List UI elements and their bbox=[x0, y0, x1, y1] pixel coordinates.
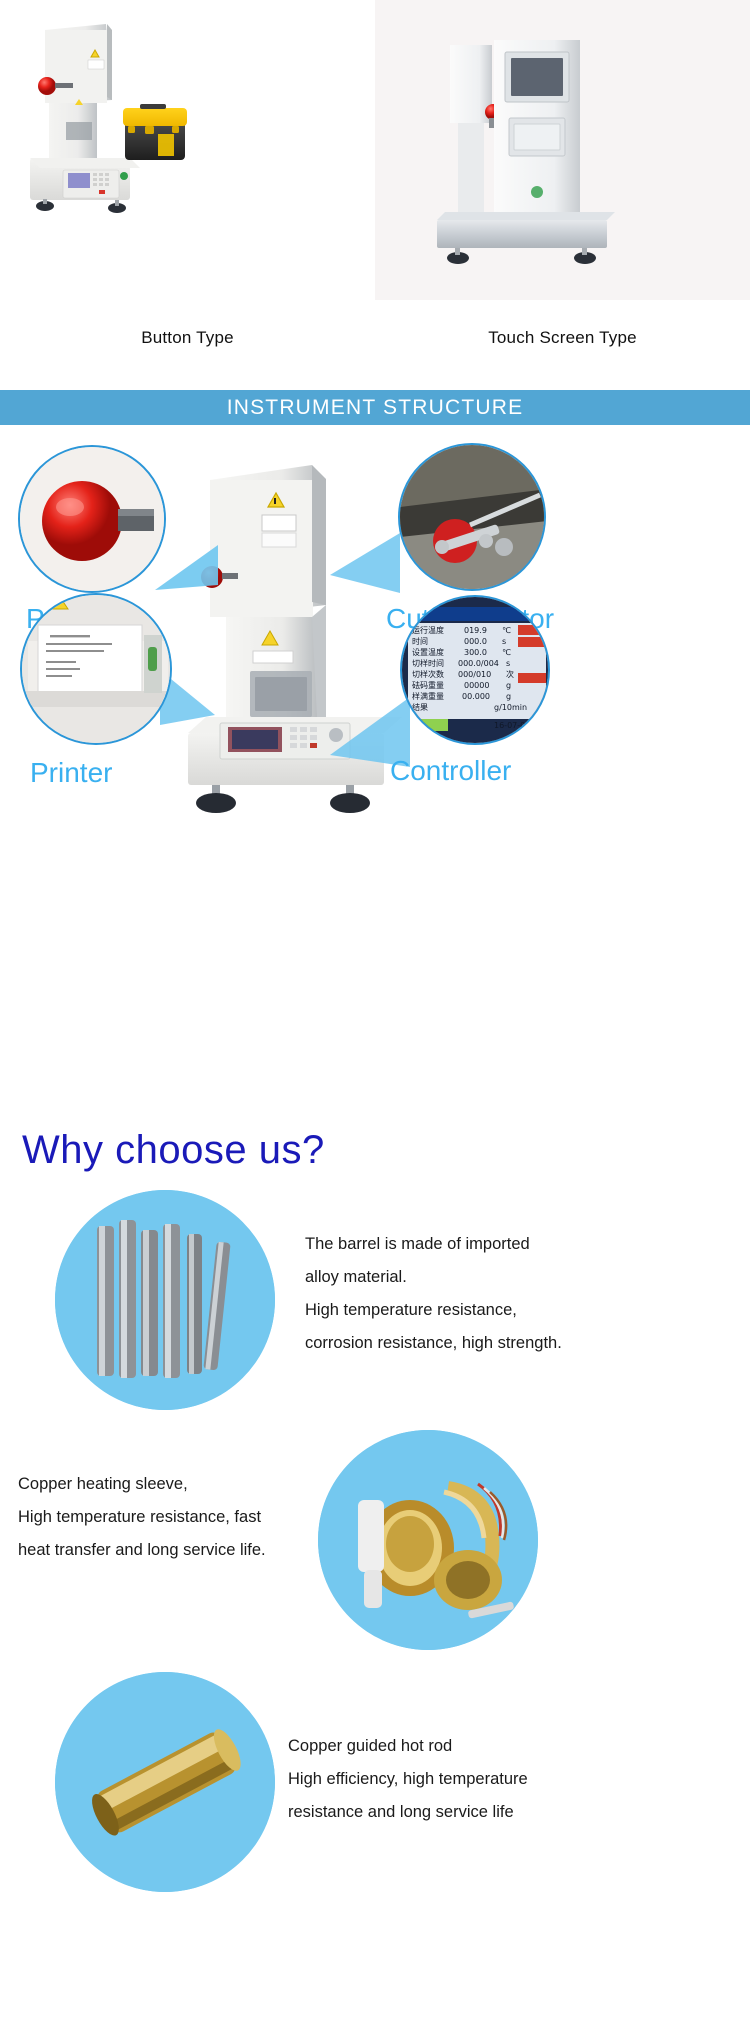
product-image-touch-screen-type bbox=[375, 0, 750, 300]
caption-cell-button-type: Button Type bbox=[0, 300, 375, 390]
feature-image-hot-rod bbox=[55, 1672, 275, 1892]
pointer-cutting-motor bbox=[330, 533, 400, 593]
pointer-controller bbox=[330, 697, 410, 767]
svg-text:℃: ℃ bbox=[502, 648, 511, 657]
bubble-push-rod bbox=[18, 445, 166, 593]
svg-text:℃: ℃ bbox=[502, 626, 511, 635]
feature-hotrod-line-3: resistance and long service life bbox=[288, 1803, 514, 1821]
svg-text:运行温度: 运行温度 bbox=[412, 625, 444, 635]
svg-text:g/10min: g/10min bbox=[494, 703, 527, 712]
caption-cell-touch-screen-type: Touch Screen Type bbox=[375, 300, 750, 390]
svg-text:16-07-0: 16-07-0 bbox=[494, 721, 525, 730]
pointer-printer bbox=[160, 670, 215, 725]
feature-barrel-line-1: The barrel is made of imported bbox=[305, 1235, 530, 1253]
svg-text:次: 次 bbox=[506, 669, 514, 679]
feature-sleeve-line-1: Copper heating sleeve, bbox=[18, 1475, 188, 1493]
bubble-printer bbox=[20, 593, 172, 745]
callout-label-printer: Printer bbox=[30, 757, 113, 788]
feature-hotrod-line-1: Copper guided hot rod bbox=[288, 1737, 453, 1755]
svg-text:s: s bbox=[502, 637, 506, 646]
instrument-structure-title: INSTRUMENT STRUCTURE bbox=[226, 395, 524, 419]
center-machine-illustration bbox=[188, 465, 402, 813]
touch-screen-machine-illustration bbox=[437, 40, 615, 264]
product-image-button-type bbox=[0, 0, 375, 300]
svg-text:00.000: 00.000 bbox=[462, 692, 490, 701]
svg-text:样满重量: 样满重量 bbox=[412, 691, 444, 701]
instrument-structure-diagram: Push rod Cutting motor bbox=[0, 425, 750, 1065]
product-caption-row: Button Type Touch Screen Type bbox=[0, 300, 750, 390]
feature-text-barrel: The barrel is made of imported alloy mat… bbox=[305, 1228, 725, 1360]
feature-barrel-line-4: corrosion resistance, high strength. bbox=[305, 1334, 562, 1352]
feature-sleeve-line-2: High temperature resistance, fast bbox=[18, 1508, 262, 1526]
caption-button-type: Button Type bbox=[141, 328, 234, 347]
svg-text:砝码重量: 砝码重量 bbox=[412, 680, 444, 690]
instrument-structure-section-bar: INSTRUMENT STRUCTURE bbox=[0, 390, 750, 425]
pointer-push-rod bbox=[155, 545, 218, 590]
product-image-row bbox=[0, 0, 750, 300]
svg-text:300.0: 300.0 bbox=[464, 648, 487, 657]
caption-touch-screen-type: Touch Screen Type bbox=[488, 328, 637, 347]
svg-text:设置温度: 设置温度 bbox=[412, 647, 444, 657]
callout-label-controller: Controller bbox=[390, 755, 512, 786]
svg-text:切样次数: 切样次数 bbox=[412, 669, 444, 679]
svg-text:000/010: 000/010 bbox=[458, 670, 491, 679]
svg-text:000.0/004: 000.0/004 bbox=[458, 659, 499, 668]
svg-text:00000: 00000 bbox=[464, 681, 489, 690]
svg-text:019.9: 019.9 bbox=[464, 626, 487, 635]
feature-barrel-line-3: High temperature resistance, bbox=[305, 1301, 517, 1319]
feature-image-barrel bbox=[55, 1190, 275, 1410]
svg-text:切样时间: 切样时间 bbox=[412, 658, 444, 668]
feature-sleeve-line-3: heat transfer and long service life. bbox=[18, 1541, 266, 1559]
why-choose-us-title: Why choose us? bbox=[22, 1128, 325, 1172]
svg-text:000.0: 000.0 bbox=[464, 637, 487, 646]
svg-text:时间: 时间 bbox=[412, 636, 428, 646]
feature-image-heating-sleeve bbox=[318, 1430, 538, 1650]
callout-pointer-cones bbox=[155, 533, 410, 767]
feature-text-heating-sleeve: Copper heating sleeve, High temperature … bbox=[18, 1468, 318, 1567]
feature-hotrod-line-2: High efficiency, high temperature bbox=[288, 1770, 528, 1788]
bubble-controller: 运行温度 019.9 ℃ 时间 000.0 s 设置温度 300.0 ℃ 切样时间 000.0… bbox=[400, 595, 550, 745]
button-type-machine-illustration bbox=[30, 24, 187, 213]
feature-text-hot-rod: Copper guided hot rod High efficiency, h… bbox=[288, 1730, 728, 1829]
svg-text:s: s bbox=[506, 659, 510, 668]
svg-text:g: g bbox=[506, 692, 511, 701]
svg-text:g: g bbox=[506, 681, 511, 690]
bubble-cutting-motor bbox=[398, 443, 546, 591]
feature-barrel-line-2: alloy material. bbox=[305, 1268, 407, 1286]
svg-text:结果: 结果 bbox=[412, 702, 428, 712]
